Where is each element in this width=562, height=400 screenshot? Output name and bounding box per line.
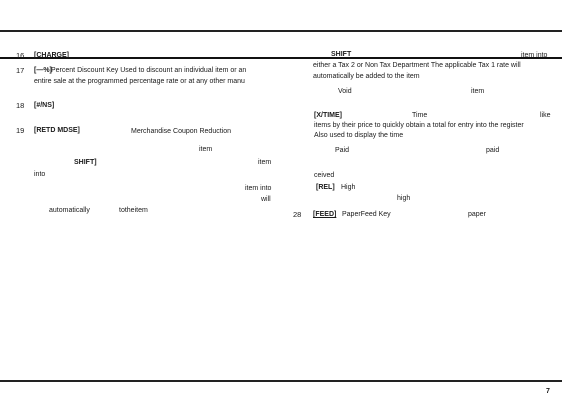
shift-key: SHIFT] [74,159,97,166]
tax-description-continued: automatically be added to the item [313,73,420,80]
fragment-automatically: automatically [49,207,90,214]
percent-key-description-continued: entire sale at the programmed percentage… [34,78,245,85]
x-time-key: [X/TIME] [314,112,342,119]
fragment-item: item [471,88,485,95]
entry-number: 19 [16,126,25,135]
ns-key: [#/NS] [34,102,55,109]
entry-number: 28 [293,210,302,219]
retd-mdse-description: Merchandise Coupon Reduction [131,128,232,135]
fragment-high: high [397,195,411,202]
fragment-item-into: item into [245,185,272,192]
fragment-will: will [261,196,271,203]
fragment-paper: paper [468,211,486,218]
page-number: 7 [546,388,550,395]
tax-description: either a Tax 2 or Non Tax Department The… [313,62,521,69]
x-time-description-continued: Also used to display the time [314,132,404,139]
fragment-ceived: ceived [314,172,335,179]
paid-label: Paid [335,147,350,154]
fragment-item: item [199,146,213,153]
time-label: Time [412,112,428,119]
entry-number: 16 [16,51,25,60]
feed-key: [FEED] [313,211,337,218]
high-label: High [341,184,356,191]
rel-key: [REL] [316,184,335,191]
percent-key-description: Percent Discount Key Used to discount an… [51,67,247,74]
fragment-item: item [258,159,272,166]
retd-mdse-key: [RETD MDSE] [34,127,80,134]
fragment-to-the-item: totheitem [119,207,148,214]
fragment-into: into [34,171,46,178]
fragment-item-into: item into [521,52,548,59]
top-rule [0,30,562,32]
void-label: Void [338,88,352,95]
fragment-paid: paid [486,147,500,154]
feed-key-description: PaperFeed Key [342,211,391,218]
shift-key: SHIFT [331,51,352,58]
x-time-description: items by their price to quickly obtain a… [314,122,524,129]
entry-number: 17 [16,66,25,75]
bottom-rule [0,380,562,382]
percent-key: [—%] [34,67,52,74]
fragment-like: like [540,112,551,119]
entry-number: 18 [16,101,25,110]
header-rule [0,57,562,59]
charge-key: [CHARGE] [34,52,69,59]
